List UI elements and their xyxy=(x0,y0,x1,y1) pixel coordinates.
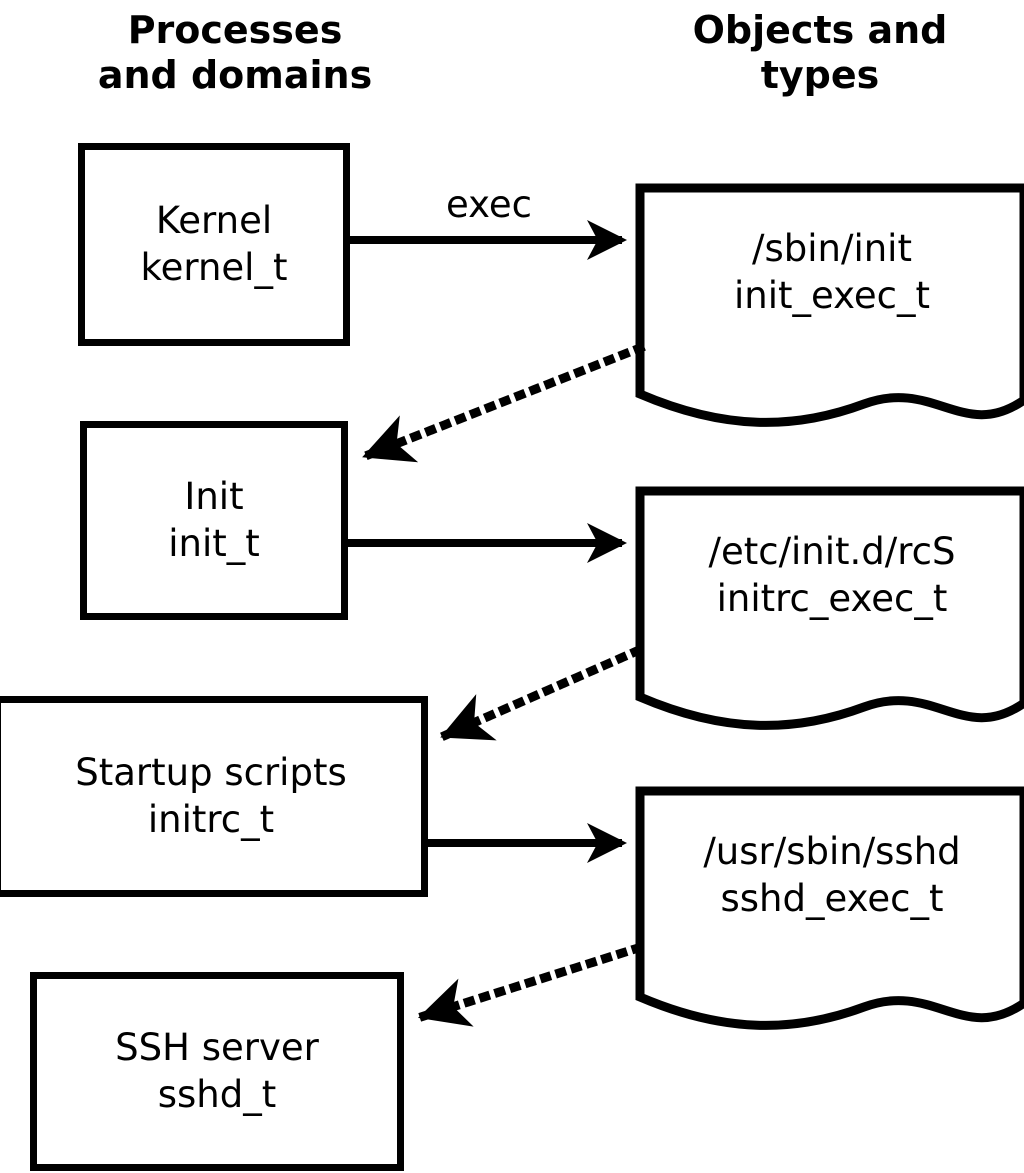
domain-box-startup-scripts[interactable]: Startup scripts initrc_t xyxy=(0,696,428,897)
object-init-exec-type: init_exec_t xyxy=(733,274,930,317)
edge-initrc-exec-to-initrc xyxy=(440,645,643,741)
object-init-exec-path: /sbin/init xyxy=(752,227,912,270)
object-sshd-exec-type: sshd_exec_t xyxy=(720,877,944,920)
domain-init-type: init_t xyxy=(168,521,260,565)
domain-box-ssh-server[interactable]: SSH server sshd_t xyxy=(30,972,404,1171)
domain-box-init[interactable]: Init init_t xyxy=(80,421,348,620)
domain-initrc-type: initrc_t xyxy=(147,797,275,841)
object-initrc-exec-path: /etc/init.d/rcS xyxy=(708,530,956,573)
document-outline-sshd-exec xyxy=(635,786,1024,1030)
edge-label-exec: exec xyxy=(446,183,532,226)
domain-box-kernel[interactable]: Kernel kernel_t xyxy=(78,143,350,346)
object-doc-initrc-exec[interactable]: /etc/init.d/rcS initrc_exec_t xyxy=(634,485,1024,735)
domain-init-title: Init xyxy=(184,474,244,518)
edge-sshd-exec-to-sshd xyxy=(417,942,644,1027)
column-header-objects-and-types: Objects and types xyxy=(692,8,948,97)
object-initrc-exec-type: initrc_exec_t xyxy=(716,577,948,620)
object-sshd-exec-path: /usr/sbin/sshd xyxy=(703,830,961,873)
domain-kernel-title: Kernel xyxy=(155,198,273,242)
object-doc-sshd-exec[interactable]: /usr/sbin/sshd sshd_exec_t xyxy=(634,785,1024,1035)
document-outline-init-exec xyxy=(635,183,1024,427)
domain-initrc-title: Startup scripts xyxy=(75,750,347,794)
domain-sshd-title: SSH server xyxy=(115,1025,319,1069)
domain-kernel-type: kernel_t xyxy=(140,245,288,289)
document-outline-initrc-exec xyxy=(635,486,1024,730)
domain-sshd-type: sshd_t xyxy=(157,1072,277,1116)
column-header-processes-and-domains: Processes and domains xyxy=(97,8,373,97)
object-doc-init-exec[interactable]: /sbin/init init_exec_t xyxy=(634,182,1024,432)
edge-init-exec-to-init xyxy=(362,342,646,463)
